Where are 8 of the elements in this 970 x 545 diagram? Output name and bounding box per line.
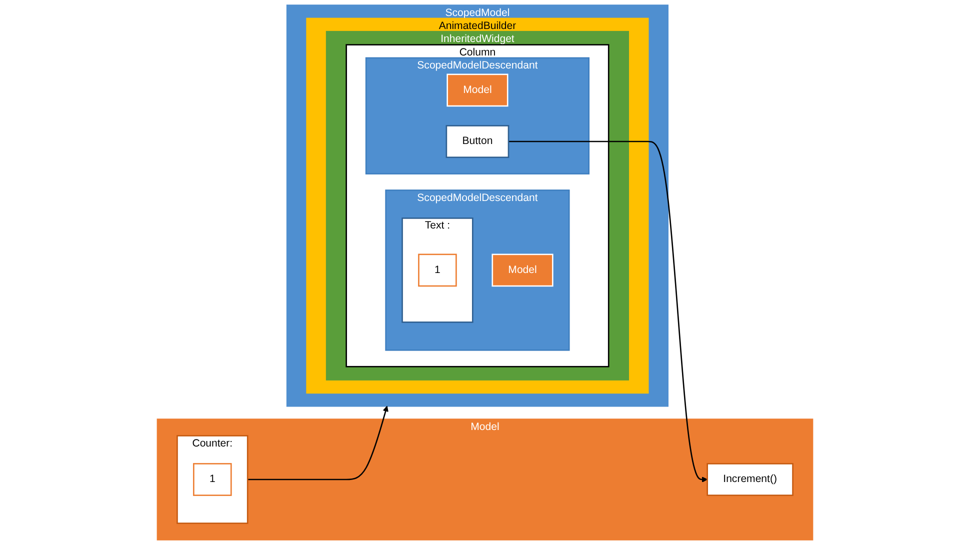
node-box: Button [446, 125, 510, 158]
node-box: 1 [193, 463, 232, 496]
node-box: 1 [418, 254, 457, 287]
node-box: Increment() [706, 463, 794, 496]
node-box: Model [446, 74, 508, 107]
arrow [508, 140, 708, 482]
node-box: Model [492, 254, 554, 287]
arrow [248, 406, 388, 480]
